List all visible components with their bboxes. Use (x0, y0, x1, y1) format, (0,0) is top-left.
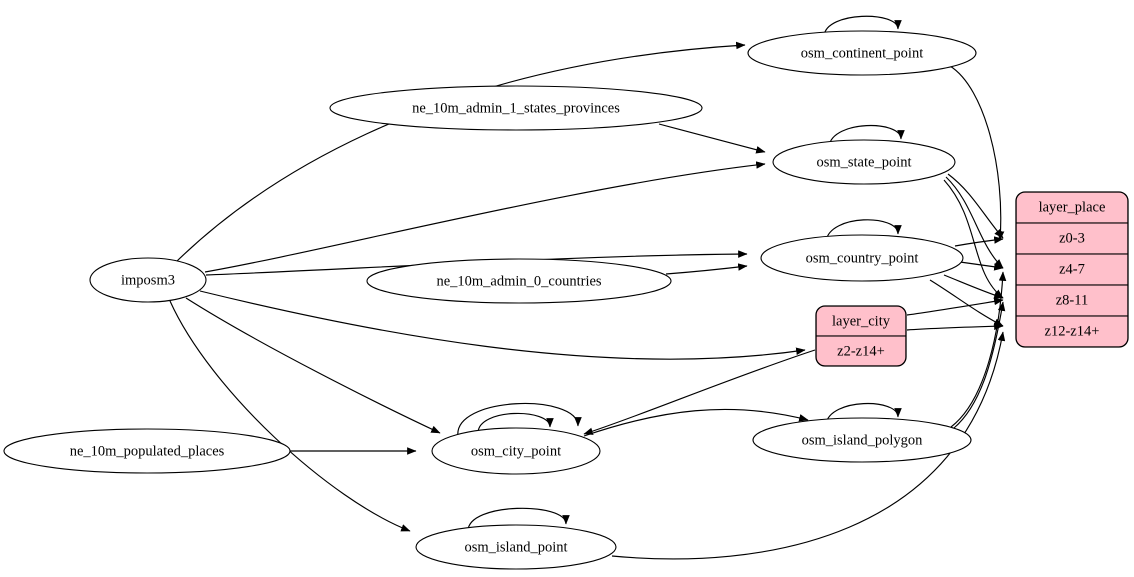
edge-imposm3-to-layer-city-z2 (199, 290, 806, 360)
edge-ne-states-to-osm-state-point (658, 123, 766, 154)
node-osm-state-point[interactable]: osm_state_point (772, 139, 956, 185)
edge-osm-country-point-to-layer-place-z12 (929, 279, 1004, 327)
edge-osm-island-polygon-to-layer-place-z4-7 (950, 271, 1007, 428)
selfloop-osm-country-point (825, 219, 902, 242)
record-outline-layer-place (1015, 191, 1129, 348)
selfloop-osm-island-polygon (825, 402, 902, 425)
record-outline-layer-city (815, 305, 907, 367)
node-ne-10m-admin-0-countries[interactable]: ne_10m_admin_0_countries (366, 258, 672, 304)
edge-osm-country-point-to-layer-place-z8-11 (943, 274, 1004, 299)
edge-imposm3-to-osm-city-point (185, 297, 441, 434)
node-osm-island-polygon[interactable]: osm_island_polygon (752, 417, 972, 463)
edge-imposm3-to-osm-state-point (204, 161, 766, 273)
record-row-layer-place-z12[interactable] (1016, 315, 1128, 347)
edge-ne-countries-to-osm-country-point (665, 263, 748, 275)
node-imposm3[interactable]: imposm3 (89, 257, 207, 303)
edge-osm-country-point-to-layer-place-z0-3 (954, 236, 1004, 247)
edge-osm-country-point-to-layer-place-z4-7 (959, 261, 1004, 271)
selfloop-osm-city-point-outer (457, 402, 582, 438)
node-layer: imposm3 ne_10m_admin_1_states_provinces … (3, 30, 977, 570)
node-osm-country-point[interactable]: osm_country_point (760, 234, 964, 282)
edge-osm-city-point-to-osm-island-polygon (583, 408, 809, 437)
node-ne-10m-populated-places[interactable]: ne_10m_populated_places (3, 428, 291, 474)
edge-imposm3-to-osm-continent-point (175, 41, 746, 263)
edge-osm-island-polygon-to-layer-place-z8-11 (953, 301, 1006, 429)
record-row-layer-place-z0-3[interactable] (1016, 222, 1128, 255)
record-row-layer-city-title[interactable] (816, 306, 906, 337)
edge-layer-city-z2-to-osm-city-point (583, 349, 816, 435)
selfloop-osm-city-point-inner (477, 412, 554, 434)
record-layer-place[interactable]: layer_place z0-3 z4-7 z8-11 z12-z14+ (1015, 191, 1129, 348)
node-osm-city-point[interactable]: osm_city_point (431, 427, 601, 475)
selfloop-osm-continent-point (823, 15, 902, 37)
record-row-layer-city-z2[interactable] (816, 335, 906, 366)
record-row-layer-place-title[interactable] (1016, 192, 1128, 224)
record-layer-city[interactable]: layer_city z2-z14+ (815, 305, 907, 367)
selfloop-osm-state-point (828, 124, 905, 147)
node-osm-continent-point[interactable]: osm_continent_point (747, 30, 977, 76)
node-osm-island-point[interactable]: osm_island_point (415, 524, 617, 570)
edge-layer-city-to-layer-place-z8-11 (906, 297, 1004, 316)
edge-osm-continent-point-to-layer-place-z0-3 (949, 65, 1005, 241)
edge-osm-state-point-to-layer-place-z4-7 (945, 176, 1004, 269)
edge-osm-island-point-to-layer-place-z12 (611, 331, 1006, 560)
edge-layer-city-to-layer-place-z12 (906, 322, 1004, 331)
record-row-layer-place-z4-7[interactable] (1016, 253, 1128, 286)
edge-osm-state-point-to-layer-place-z0-3 (947, 173, 1004, 239)
node-ne-10m-admin-1-states-provinces[interactable]: ne_10m_admin_1_states_provinces (329, 85, 703, 131)
edge-layer (169, 15, 1007, 560)
selfloop-osm-island-point (467, 507, 570, 532)
record-row-layer-place-z8-11[interactable] (1016, 284, 1128, 317)
edge-imposm3-to-osm-island-point (169, 300, 411, 532)
edge-osm-state-point-to-layer-place-z8-11 (943, 179, 1004, 299)
